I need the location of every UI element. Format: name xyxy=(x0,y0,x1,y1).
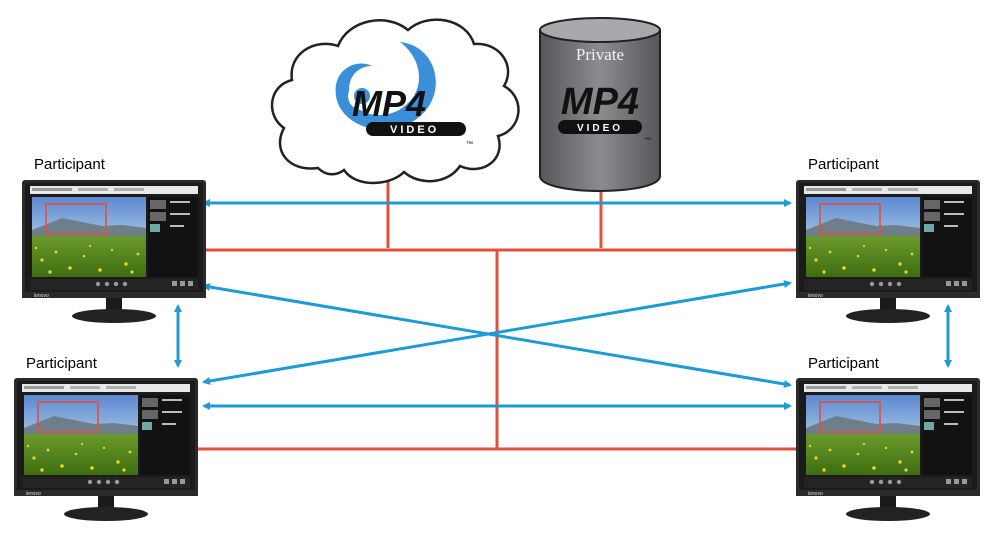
private-logo-text: MP4 xyxy=(561,81,639,123)
monitor-brand: lenovo xyxy=(34,293,49,299)
cloud-trademark: ™ xyxy=(466,141,473,148)
private-trademark: ™ xyxy=(644,137,651,144)
participant-monitor-bottom-right: lenovo xyxy=(795,377,981,522)
participant-label-top-right: Participant xyxy=(808,156,879,173)
private-logo-sub: VIDEO xyxy=(577,123,623,134)
monitor-brand: lenovo xyxy=(808,491,823,497)
sync-arrow-diag-2 xyxy=(202,280,792,385)
cloud-logo-text: MP4 xyxy=(352,83,426,124)
participant-label-bottom-left: Participant xyxy=(26,355,97,372)
monitor-brand: lenovo xyxy=(26,491,41,497)
participant-monitor-top-left: lenovo xyxy=(21,179,207,324)
monitor-brand: lenovo xyxy=(808,293,823,299)
participant-label-bottom-right: Participant xyxy=(808,355,879,372)
cloud-shape xyxy=(270,18,520,185)
mp4-swirl-icon xyxy=(335,42,436,130)
cylinder-body xyxy=(539,29,661,192)
private-label: Private xyxy=(576,45,624,64)
cloud-mp4-source: MP4 VIDEO ™ xyxy=(270,18,520,185)
participant-monitor-top-right: lenovo xyxy=(795,179,981,324)
private-mp4-source: Private MP4 VIDEO ™ xyxy=(539,17,661,192)
participant-monitor-bottom-left: lenovo xyxy=(13,377,199,522)
sync-arrows xyxy=(174,199,952,410)
participant-label-top-left: Participant xyxy=(34,156,105,173)
cloud-logo-sub: VIDEO xyxy=(390,124,439,136)
